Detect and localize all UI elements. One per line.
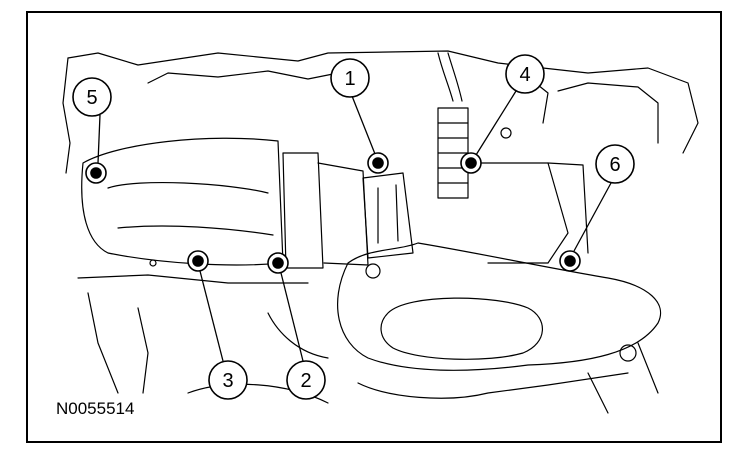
lower-left-contour bbox=[87, 292, 119, 394]
leader-5 bbox=[97, 114, 101, 164]
lower-right-ribs bbox=[587, 342, 659, 414]
bracket-ribs bbox=[377, 184, 399, 244]
lower-block-edge bbox=[77, 274, 309, 284]
engine-outline-top bbox=[67, 50, 699, 154]
right-bracket bbox=[547, 162, 589, 254]
lower-right-edge bbox=[357, 372, 629, 399]
leader-3 bbox=[199, 270, 224, 362]
upper-right-block bbox=[557, 82, 659, 144]
duct-contour bbox=[107, 181, 269, 194]
bolts bbox=[85, 152, 581, 274]
engine-outline-left bbox=[62, 57, 71, 174]
callout-label-2: 2 bbox=[300, 370, 311, 392]
hose-ridges bbox=[437, 122, 469, 184]
callout-label-3: 3 bbox=[222, 370, 233, 392]
leader-6 bbox=[573, 182, 612, 252]
callout-label-4: 4 bbox=[519, 64, 530, 86]
bolt-4-core bbox=[465, 157, 477, 169]
leader-4 bbox=[475, 90, 517, 156]
bolt-1-core bbox=[372, 157, 384, 169]
leader-lines bbox=[97, 90, 612, 362]
tube bbox=[437, 52, 454, 102]
flange-opening bbox=[380, 297, 543, 360]
detail-bolt-hole bbox=[500, 127, 512, 139]
figure-code: N0055514 bbox=[56, 399, 135, 418]
duct-contour-lower bbox=[117, 225, 274, 236]
callout-circles bbox=[72, 54, 635, 400]
callout-circle-2 bbox=[286, 360, 326, 400]
leader-1 bbox=[351, 95, 376, 155]
bolt-2-core bbox=[272, 257, 284, 269]
callout-circle-5 bbox=[72, 77, 112, 117]
bolt-3-core bbox=[192, 255, 204, 267]
tube-edge bbox=[447, 52, 463, 102]
detail-boss bbox=[619, 344, 637, 362]
coupling-sleeve bbox=[317, 162, 369, 266]
leader-2 bbox=[280, 272, 304, 362]
callout-label-5: 5 bbox=[86, 87, 97, 109]
bolt-5-core bbox=[90, 167, 102, 179]
callout-circle-4 bbox=[505, 54, 545, 94]
central-bracket bbox=[362, 172, 414, 259]
right-housing bbox=[467, 162, 569, 264]
lower-mid-contour bbox=[267, 312, 329, 359]
detail-pin bbox=[149, 259, 157, 267]
upper-ridge bbox=[147, 70, 359, 94]
coupling bbox=[282, 152, 324, 269]
callout-circle-3 bbox=[208, 360, 248, 400]
callout-label-1: 1 bbox=[344, 68, 355, 90]
figure-frame: 1 2 3 4 5 6 N0055514 bbox=[26, 11, 722, 443]
intake-duct bbox=[81, 137, 284, 266]
callout-circle-1 bbox=[330, 58, 370, 98]
flange-hole bbox=[365, 263, 381, 279]
callout-circle-6 bbox=[595, 144, 635, 184]
engine-line-drawing: 1 2 3 4 5 6 bbox=[62, 50, 699, 414]
lower-left-rib bbox=[137, 307, 149, 394]
callout-label-6: 6 bbox=[609, 154, 620, 176]
flange-plate bbox=[337, 242, 662, 371]
bolt-6-core bbox=[564, 255, 576, 267]
